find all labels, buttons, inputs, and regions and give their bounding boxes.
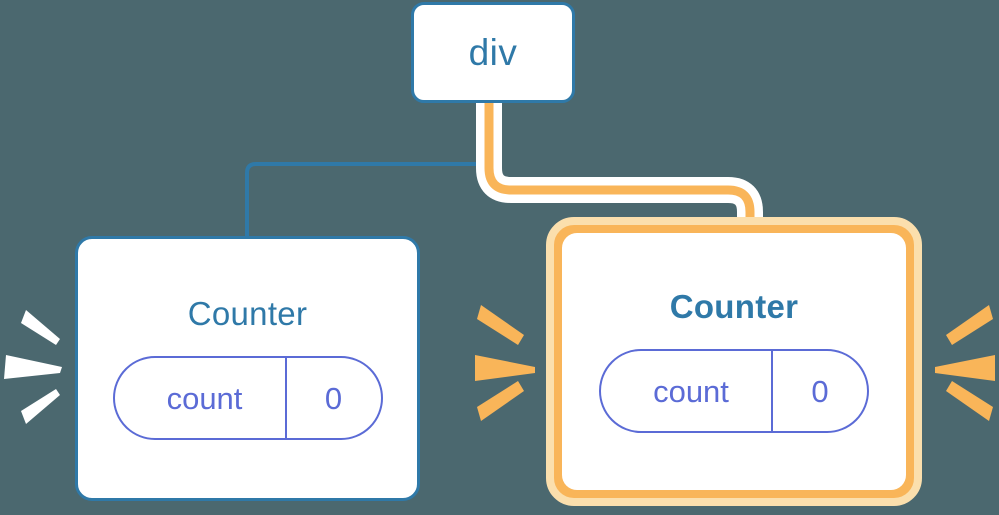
- node-div-label: div: [468, 32, 518, 73]
- node-counter-left-title: Counter: [187, 295, 308, 332]
- edge-div-to-counter-left: [245, 103, 497, 236]
- state-key-right: count: [653, 373, 729, 409]
- state-key-left: count: [166, 380, 243, 416]
- edge-div-to-counter-right: [484, 103, 755, 236]
- state-value-left: 0: [284, 358, 381, 438]
- node-counter-left[interactable]: Counter count 0: [75, 236, 420, 501]
- node-counter-right-title: Counter: [669, 288, 799, 325]
- state-pill-left: count 0: [112, 356, 383, 440]
- node-div[interactable]: div: [411, 2, 575, 103]
- node-counter-right[interactable]: Counter count 0: [562, 233, 906, 490]
- state-pill-right: count 0: [599, 349, 869, 433]
- state-value-right: 0: [771, 351, 867, 431]
